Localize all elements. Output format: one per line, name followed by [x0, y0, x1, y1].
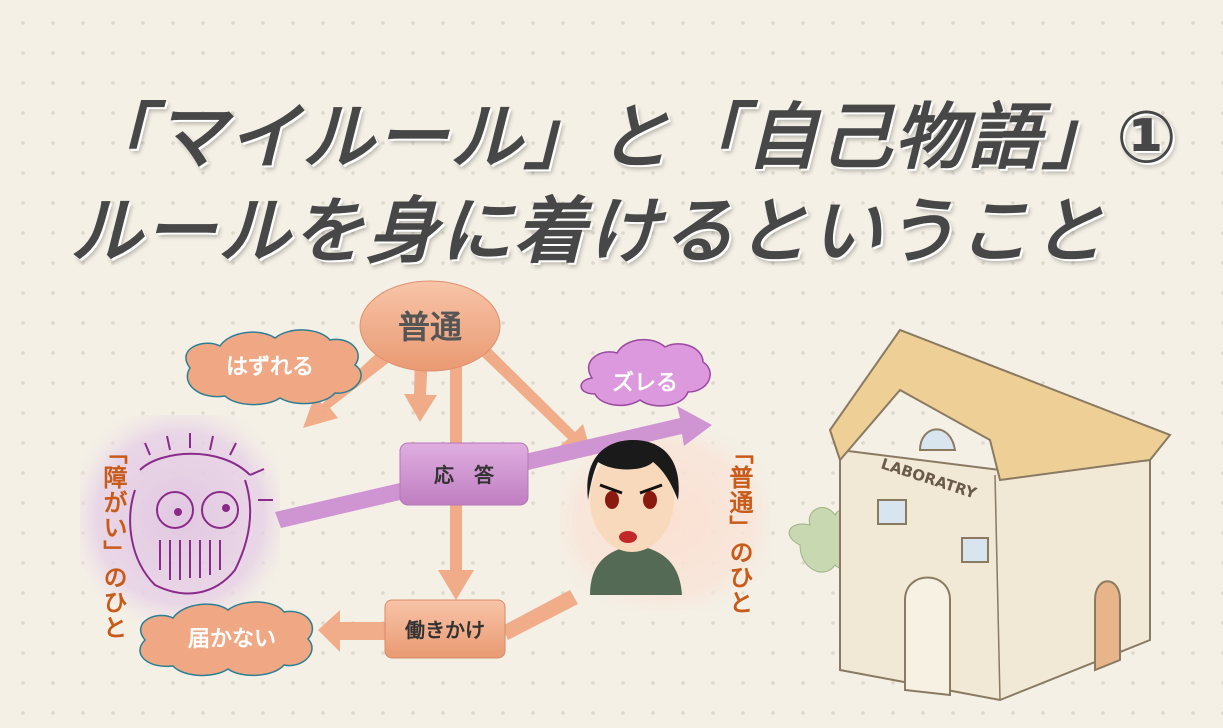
arrow-down-short: [404, 355, 437, 422]
left-person-glow: [80, 415, 280, 620]
title-line-2: ルールを身に着けるということ: [70, 189, 1107, 273]
arrow-from-normal-person: [502, 590, 578, 640]
svg-text:はずれる: はずれる: [226, 355, 314, 380]
unreached-cloud: 届かない: [139, 601, 314, 677]
disabled-person-doodle-icon: [129, 433, 273, 595]
svg-text:届かない: 届かない: [188, 627, 276, 652]
svg-text:ズレる: ズレる: [612, 370, 678, 396]
svg-text:働きかけ: 働きかけ: [404, 618, 485, 642]
svg-text:応 答: 応 答: [434, 463, 495, 487]
deviate-cloud: はずれる: [185, 329, 362, 406]
normal-person-avatar-icon: [587, 440, 682, 595]
approach-box: [384, 599, 506, 659]
shift-cloud: ズレる: [580, 338, 711, 407]
center-node: [359, 280, 501, 372]
left-person-label: 「障がい」のひと: [99, 440, 127, 640]
response-box: [399, 442, 529, 506]
right-person-label: 「普通」のひと: [725, 440, 753, 615]
title-line-1: 「マイルール」と「自己物語」①: [80, 95, 1179, 179]
arrow-to-normal-person: [470, 338, 592, 456]
laboratory-building-illustration: LABORATRY: [788, 328, 1172, 702]
center-node-label: 普通: [398, 308, 462, 346]
arrow-to-unreached: [318, 610, 385, 652]
